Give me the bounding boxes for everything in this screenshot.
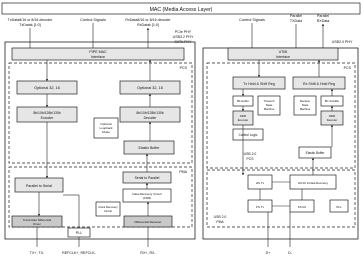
parallel-serial-label: Parallel to Serial <box>26 184 52 188</box>
rx-data-label-2: RxDatak [1:0] <box>137 23 159 27</box>
clock-recovery-box <box>95 201 121 217</box>
decoder-label-2: Decoder <box>144 116 158 120</box>
usb3-phy-label: USB3.2 PHY <box>173 35 194 39</box>
optional-rx-label: Optional 32, 16 <box>137 86 163 90</box>
transmit-state-box <box>257 95 281 116</box>
nrzi-encoder-2: Encoder <box>238 118 248 122</box>
elastic-buffer-box <box>123 140 175 155</box>
receive-state-2: State <box>302 103 309 107</box>
nrzi-decoder-2: Decoder <box>327 118 338 122</box>
right-pma-region <box>206 169 356 228</box>
receive-state-3: Machine <box>300 107 311 111</box>
left-phy-frame <box>4 41 196 240</box>
serial-parallel-label: Serial to Parallel <box>135 176 160 180</box>
control-signals-right: Control Signals <box>239 18 265 22</box>
left-pma-region <box>8 166 193 228</box>
elastic-buffer-label: Elastic Buffer <box>138 146 160 150</box>
pin-d-minus: D- <box>288 251 293 255</box>
fs-rx-label: FS Rx <box>298 205 307 209</box>
bit-unstuffer-label: Bit Unstuffer <box>325 99 339 103</box>
utmi-interface <box>227 47 339 61</box>
mac-layer-bar <box>1 2 361 15</box>
left-pcs-label: PCS <box>180 66 188 70</box>
pin-d-plus: D+ <box>266 251 271 255</box>
loopback-label-1: Optional <box>100 122 112 126</box>
fs-tx-label: FS Tx <box>256 205 264 209</box>
utmi-label-1: UTMI <box>279 50 288 54</box>
parallel-rx-2: RXData <box>317 19 330 23</box>
cdr-label-2: (CDR) <box>143 196 152 200</box>
right-pcs-region <box>206 62 356 169</box>
loopback-label-3: Mode <box>102 130 110 134</box>
encoder-label-2: Encoder <box>41 116 54 120</box>
tx-data-label-2: TxDatak [1:0] <box>19 23 40 27</box>
pipe-mac-label-1: PIPE MAC <box>89 50 107 54</box>
optional-tx-label: Optional 32, 16 <box>34 86 60 90</box>
tx-hold-label: Tx Hold & Shift Reg <box>243 82 275 86</box>
decoder-label-1: 8b/10b/128b/130b <box>136 111 163 115</box>
right-elastic-buffer-box <box>298 146 332 159</box>
clock-recovery-label-1: Clock Recovery <box>98 205 118 209</box>
pin-refclk: REFCLK+, REFCLK- <box>62 251 96 255</box>
control-logic-box <box>232 128 264 141</box>
clock-recovery-label-2: Circuit <box>104 209 112 213</box>
right-pcs-label: PCS <box>344 66 352 70</box>
left-pcs-region <box>8 62 193 164</box>
pipe-mac-label-2: Interface <box>91 55 105 59</box>
rx-hold-label: Rx Shift & Hold Reg <box>303 82 335 86</box>
transmit-state-3: Machine <box>264 107 275 111</box>
utmi-label-2: Interface <box>276 55 290 59</box>
tx-data-label-1: TxData8/16 or 8/16 decoder <box>8 18 54 22</box>
receive-state-box <box>293 95 317 116</box>
tx-driver-label-2: Driver <box>33 222 41 226</box>
hs-rx-label: HS Rx & Data Recovery <box>298 181 329 185</box>
encoder-label-1: 8b/10b/128b/130b <box>33 111 60 115</box>
usb-pcs-label-1: USB 2.0 <box>244 152 257 156</box>
parallel-tx-2: TXData <box>290 19 302 23</box>
usb2-phy-label: USB2.0 PHY <box>332 40 353 44</box>
right-pll-label: PLL <box>336 205 342 209</box>
cdr-label-1: Data Recovery Circuit <box>132 192 161 196</box>
pcie-phy-label: PCIe PHY <box>175 30 192 34</box>
bitstuffer-label: Bit stuffer <box>237 99 249 103</box>
receive-state-1: Receive <box>300 99 311 103</box>
mac-title: MAC (Media Access Layer) <box>150 7 213 13</box>
loopback-box <box>93 117 119 139</box>
pin-rx: RX+, RX- <box>140 251 156 255</box>
nrzi-decoder-1: NRZI <box>329 114 336 118</box>
tx-driver-label-1: Transmitter Differential <box>23 218 52 222</box>
pipe-mac-interface <box>11 47 185 61</box>
receiver-label: Differential Receiver <box>135 220 162 224</box>
nrzi-encoder-1: NRZI <box>240 114 247 118</box>
control-logic-label: Control Logic <box>239 133 258 137</box>
usb-pcs-label-2: PCS <box>247 157 255 161</box>
left-pll-label: PLL <box>76 231 82 235</box>
loopback-label-2: Loopback <box>99 126 113 130</box>
transmit-state-2: State <box>266 103 273 107</box>
right-elastic-buffer-label: Elastic Buffer <box>306 151 326 155</box>
control-signals-left: Control Signals <box>80 18 106 22</box>
parallel-tx-1: Parallel <box>290 14 302 18</box>
right-pll-box <box>329 199 349 213</box>
hs-tx-label: HS Tx <box>256 181 265 185</box>
usb-pma-label-2: PMA <box>216 220 224 224</box>
pin-tx: TX+, TX- <box>30 251 45 255</box>
left-pma-label: PMA <box>179 170 187 174</box>
parallel-rx-1: Parallel <box>317 14 329 18</box>
usb-pma-label-1: USB 2.0 <box>214 215 227 219</box>
transmit-state-1: Transmit <box>264 99 275 103</box>
rx-data-label-1: RxData8/16 or 8/16 decoder <box>125 18 171 22</box>
